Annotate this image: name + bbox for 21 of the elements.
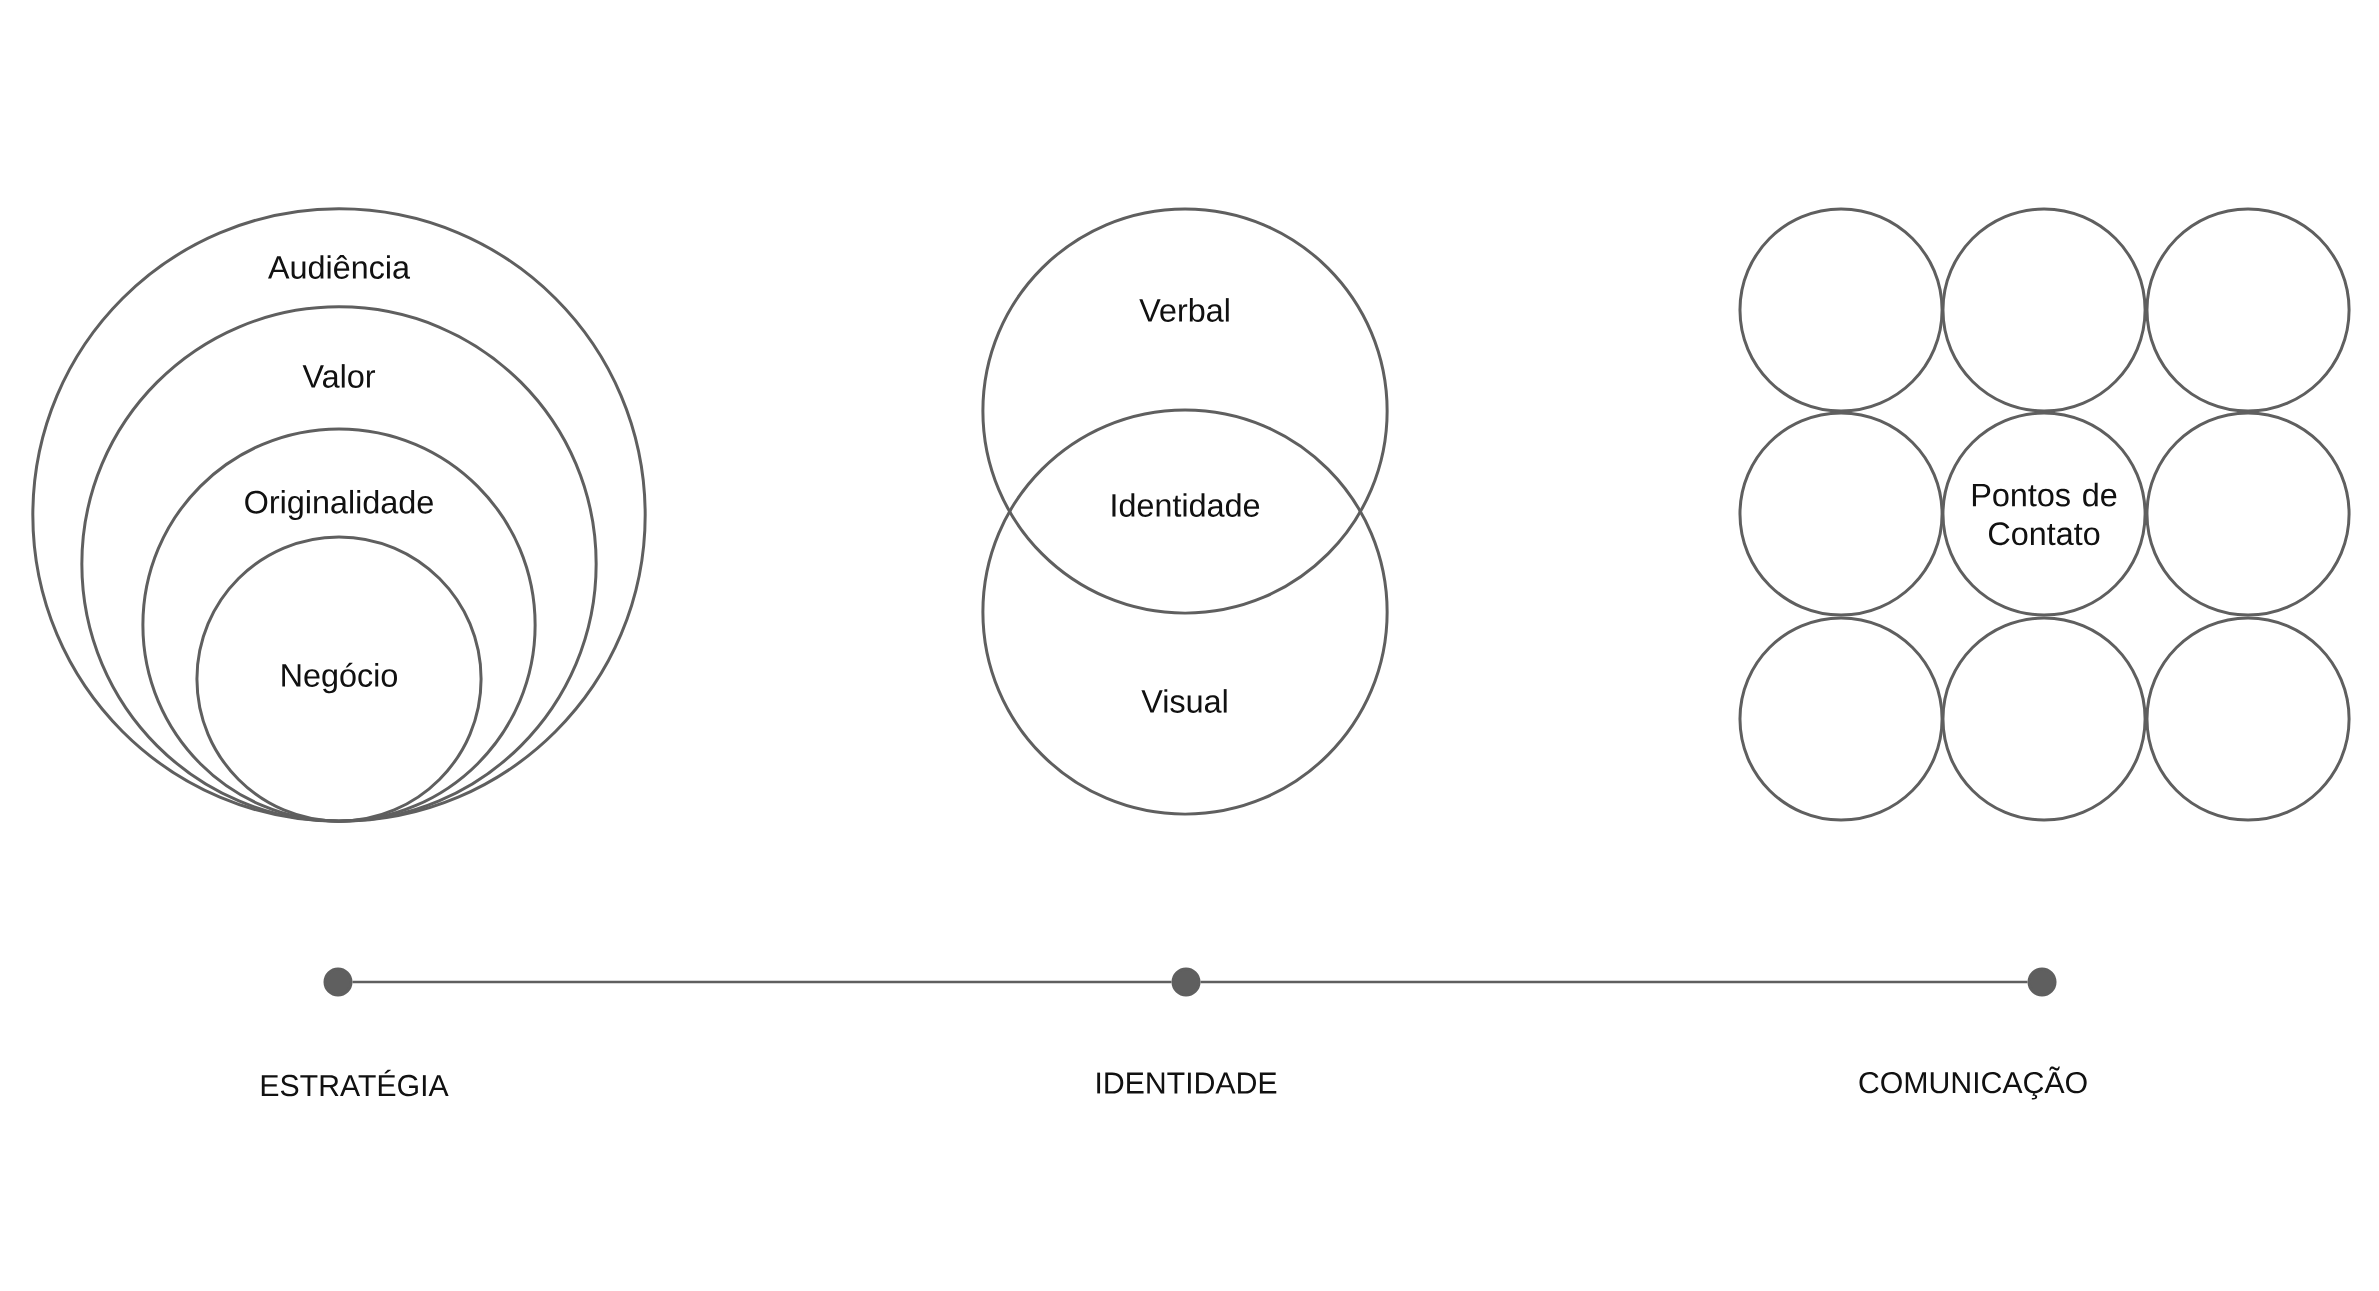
- timeline-line: [1200, 980, 2028, 984]
- concept-label: Visual: [1141, 689, 1227, 713]
- stage-label: IDENTIDADE: [1097, 1072, 1277, 1094]
- grid-circle: [1941, 207, 2147, 413]
- concept-label: Pontos de Contato: [1972, 482, 2117, 546]
- concept-label: Originalidade: [245, 489, 433, 521]
- timeline-line: [352, 980, 1172, 984]
- grid-circle: [1738, 616, 1944, 822]
- concept-label: Verbal: [1139, 298, 1229, 322]
- stage-label: COMUNICAÇÃO: [1859, 1066, 2087, 1100]
- concept-label: Valor: [302, 364, 376, 388]
- grid-circle: [1941, 616, 2147, 822]
- overlap-label: Identidade: [1112, 493, 1260, 517]
- concept-label: Audiência: [268, 255, 410, 279]
- stage-label: ESTRATÉGIA: [261, 1069, 449, 1097]
- grid-circle: [2145, 411, 2351, 617]
- grid-circle: [1738, 207, 1944, 413]
- grid-circle: [1738, 411, 1944, 617]
- grid-circle: [2145, 616, 2351, 822]
- concept-label: Negócio: [282, 662, 397, 694]
- grid-circle: [2145, 207, 2351, 413]
